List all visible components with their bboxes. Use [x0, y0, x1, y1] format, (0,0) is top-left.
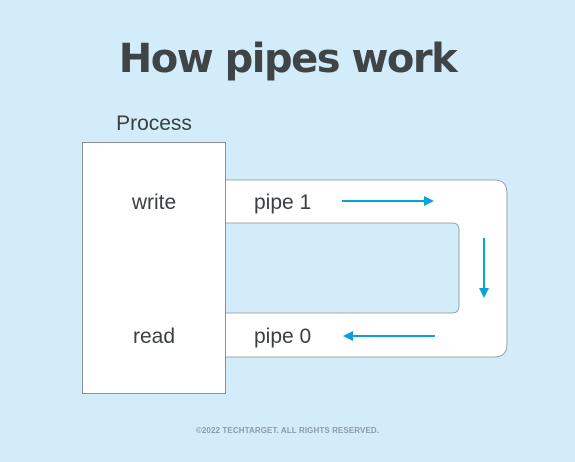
arrow-down-icon — [479, 238, 489, 298]
read-label: read — [133, 325, 175, 348]
process-box — [82, 142, 226, 394]
pipe-1-label: pipe 1 — [254, 191, 311, 214]
arrow-right-icon — [342, 196, 434, 206]
pipe-0-label: pipe 0 — [254, 325, 311, 348]
arrow-left-icon — [343, 331, 435, 341]
page-title: How pipes work — [118, 36, 458, 82]
write-label: write — [131, 191, 176, 214]
process-label: Process — [116, 112, 192, 135]
copyright-footer: ©2022 TECHTARGET. ALL RIGHTS RESERVED. — [195, 426, 380, 435]
